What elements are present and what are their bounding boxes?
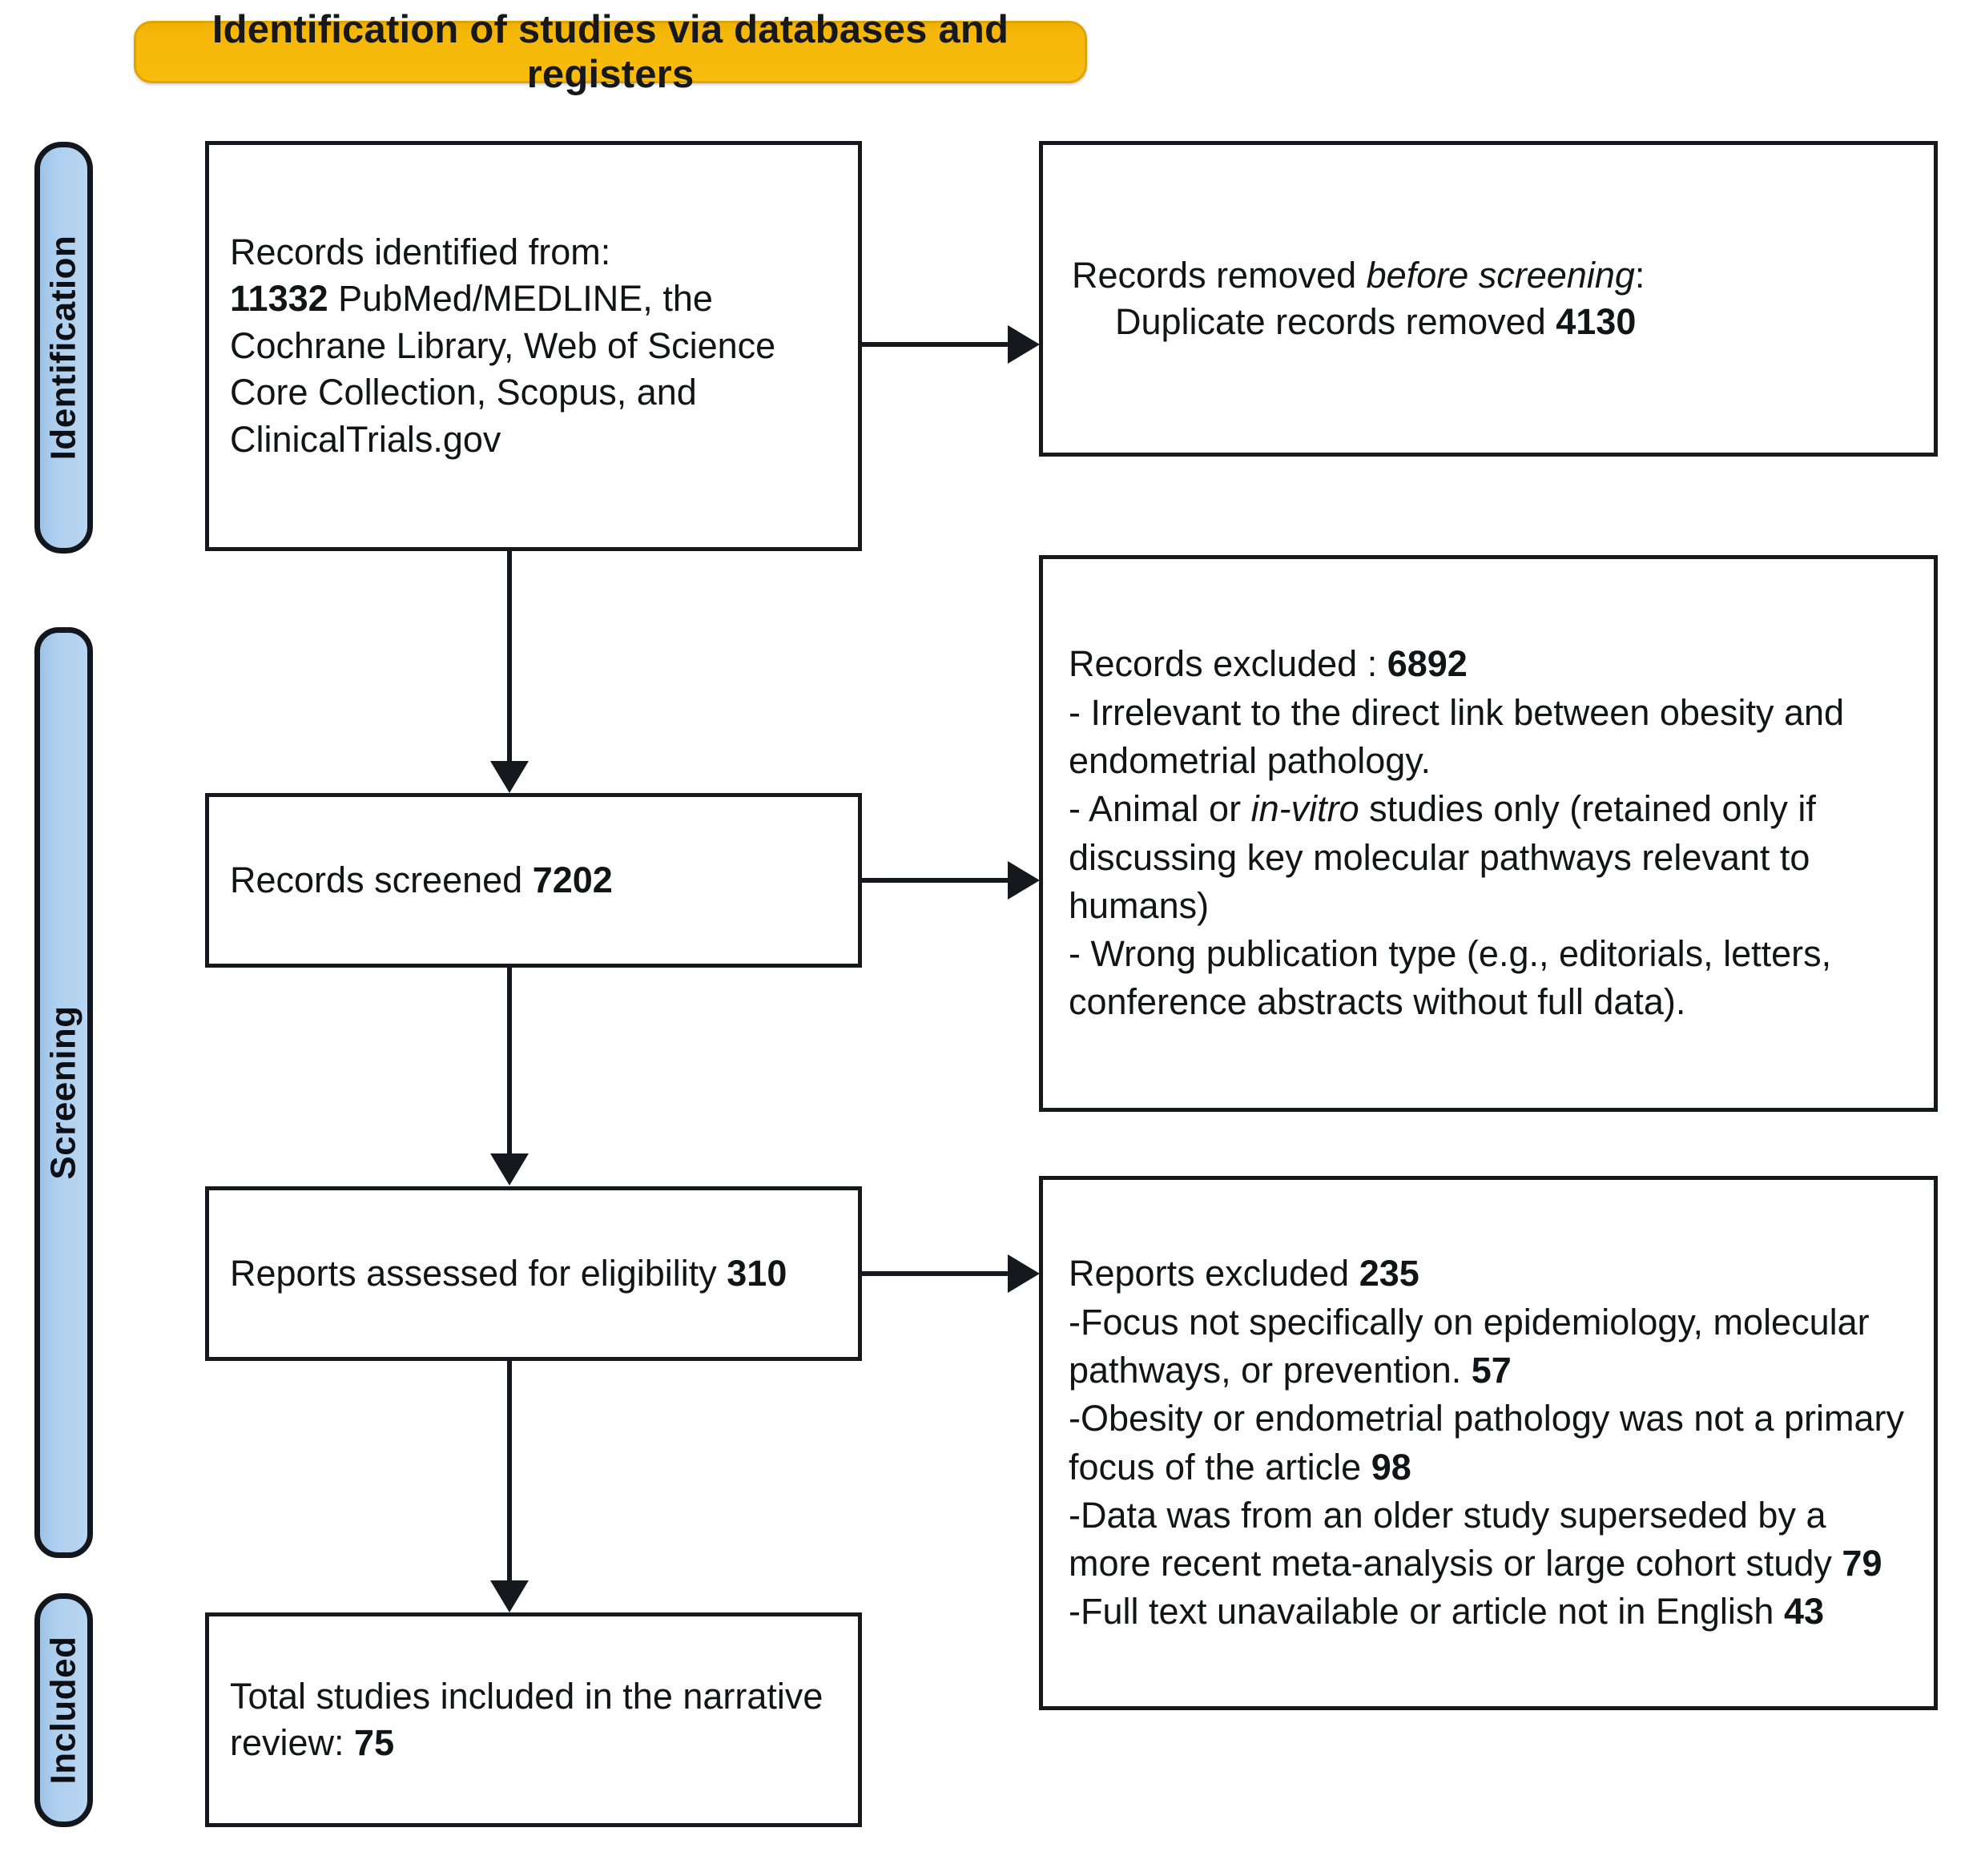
records-excluded-reason-3: - Wrong publication type (e.g., editoria… [1069, 933, 1842, 1023]
reports-excluded-reason-3-text: -Data was from an older study superseded… [1069, 1494, 1842, 1584]
arrowhead-assessed-to-total-included [490, 1580, 529, 1612]
records-excluded-heading: Records excluded : 6892 [1069, 640, 1908, 688]
records-excluded-reason-1: - Irrelevant to the direct link between … [1069, 691, 1854, 781]
total-included-count: 75 [354, 1722, 395, 1763]
reports-excluded-reason-2-text: -Obesity or endometrial pathology was no… [1069, 1398, 1915, 1488]
connector-assessed-to-total-included [507, 1361, 512, 1582]
reports-assessed-count: 310 [727, 1252, 787, 1294]
stage-label-identification-text: Identification [43, 235, 83, 461]
arrowhead-identified-to-removed [1008, 325, 1040, 364]
removed-before-screening-colon: : [1634, 254, 1645, 296]
stage-label-screening: Screening [34, 627, 93, 1558]
records-identified-sources: PubMed/MEDLINE, the Cochrane Library, We… [230, 278, 786, 460]
reports-excluded-reason-4-text: -Full text unavailable or article not in… [1069, 1591, 1784, 1632]
records-excluded-reason-2: - Animal or in-vitro studies only (retai… [1069, 785, 1908, 930]
box-reports-excluded: Reports excluded 235 -Focus not specific… [1039, 1176, 1938, 1710]
arrowhead-screened-to-assessed [490, 1153, 529, 1186]
records-excluded-reason-2-suffix: studies only (retained only if discussin… [1069, 788, 1826, 926]
removed-before-screening-line1: Records removed before screening: [1072, 252, 1905, 300]
box-records-excluded: Records excluded : 6892 - Irrelevant to … [1039, 555, 1938, 1112]
arrowhead-assessed-to-reports-excluded [1008, 1254, 1040, 1293]
box-records-screened: Records screened 7202 [205, 793, 862, 968]
records-identified-line1: Records identified from: [230, 231, 611, 272]
records-screened-line: Records screened 7202 [230, 857, 837, 904]
reports-excluded-reason-2: -Obesity or endometrial pathology was no… [1069, 1395, 1908, 1492]
arrowhead-identified-to-screened [490, 761, 529, 793]
reports-excluded-reason-2-count: 98 [1371, 1446, 1411, 1488]
records-excluded-count: 6892 [1387, 643, 1468, 685]
reports-excluded-heading: Reports excluded 235 [1069, 1250, 1908, 1298]
arrowhead-screened-to-excluded [1008, 861, 1040, 900]
connector-screened-to-assessed [507, 968, 512, 1155]
records-identified-line2: 11332 PubMed/MEDLINE, the Cochrane Libra… [230, 276, 837, 463]
reports-excluded-heading-label: Reports excluded [1069, 1253, 1359, 1294]
reports-assessed-label: Reports assessed for eligibility [230, 1252, 727, 1294]
reports-excluded-reason-3: -Data was from an older study superseded… [1069, 1492, 1908, 1588]
records-identified-count: 11332 [230, 278, 328, 320]
connector-assessed-to-reports-excluded [862, 1271, 1009, 1276]
stage-label-included-text: Included [43, 1636, 83, 1785]
stage-label-screening-text: Screening [43, 1005, 83, 1180]
diagram-title: Identification of studies via databases … [211, 8, 1009, 96]
box-reports-assessed-for-eligibility: Reports assessed for eligibility 310 [205, 1186, 862, 1361]
box-records-removed-before-screening: Records removed before screening: Duplic… [1039, 141, 1938, 457]
duplicate-records-removed-label: Duplicate records removed [1115, 301, 1556, 342]
reports-excluded-reason-4-count: 43 [1783, 1591, 1825, 1632]
diagram-header-banner: Identification of studies via databases … [134, 8, 1087, 96]
reports-excluded-count: 235 [1359, 1253, 1419, 1294]
connector-identified-to-screened [507, 551, 512, 764]
reports-excluded-reason-1-count: 57 [1471, 1349, 1512, 1391]
reports-excluded-reason-1-text: -Focus not specifically on epidemiology,… [1069, 1301, 1880, 1391]
reports-excluded-reason-3-count: 79 [1842, 1543, 1882, 1584]
records-screened-label: Records screened [230, 859, 533, 900]
reports-assessed-line: Reports assessed for eligibility 310 [230, 1250, 837, 1298]
stage-label-included: Included [34, 1593, 93, 1827]
box-records-identified: Records identified from: 11332 PubMed/ME… [205, 141, 862, 551]
stage-label-identification: Identification [34, 142, 93, 554]
removed-before-screening-prefix: Records removed [1072, 254, 1367, 296]
duplicate-records-removed-line: Duplicate records removed 4130 [1072, 299, 1905, 346]
records-excluded-reason-2-prefix: - Animal or [1069, 788, 1251, 830]
records-excluded-reason-2-emphasis: in-vitro [1250, 788, 1359, 830]
removed-before-screening-emphasis: before screening [1366, 254, 1635, 296]
records-screened-count: 7202 [532, 859, 613, 900]
connector-screened-to-excluded [862, 878, 1009, 883]
total-included-line: Total studies included in the narrative … [230, 1673, 837, 1767]
records-excluded-heading-label: Records excluded : [1069, 643, 1387, 685]
connector-identified-to-removed [862, 342, 1009, 347]
reports-excluded-reason-1: -Focus not specifically on epidemiology,… [1069, 1298, 1908, 1395]
box-total-studies-included: Total studies included in the narrative … [205, 1612, 862, 1827]
duplicate-records-removed-count: 4130 [1556, 301, 1637, 342]
total-included-label: Total studies included in the narrative … [230, 1675, 833, 1764]
reports-excluded-reason-4: -Full text unavailable or article not in… [1069, 1588, 1908, 1636]
